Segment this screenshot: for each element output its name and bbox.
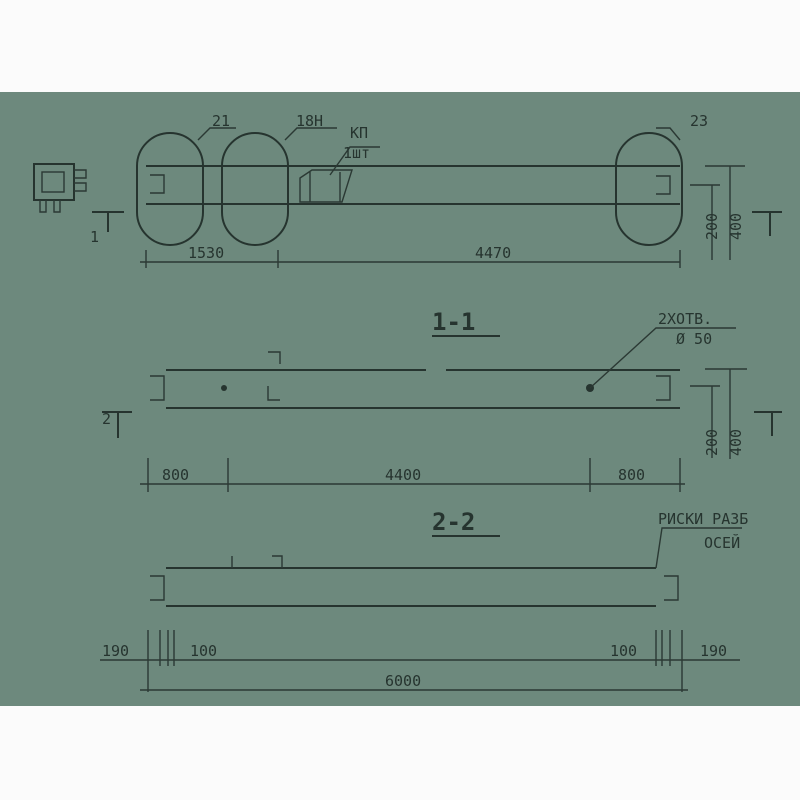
beam-outline xyxy=(166,567,656,607)
dim-4400: 4400 xyxy=(385,466,421,484)
dim-200: 200 xyxy=(703,429,721,456)
dim-100-right: 100 xyxy=(610,642,637,660)
callout-kp: КП xyxy=(350,124,368,142)
note-marks-line2: ОСЕЙ xyxy=(704,533,740,552)
dim-800-left: 800 xyxy=(162,466,189,484)
section-mark-2-label: 2 xyxy=(102,410,111,428)
callout-21: 21 xyxy=(212,112,230,130)
dim-190-left: 190 xyxy=(102,642,129,660)
plan-view: 21 18Н КП 1шт 23 1 1530 4470 200 400 xyxy=(33,112,782,268)
section-mark-1-right xyxy=(752,211,782,236)
note-marks-line1: РИСКИ РАЗБ xyxy=(658,510,748,528)
section-2-2-title: 2-2 xyxy=(432,508,475,536)
section-2-2: 2-2 РИСКИ РАЗБ ОСЕЙ 190 100 100 190 6000 xyxy=(100,508,748,692)
section-1-1-title: 1-1 xyxy=(432,308,475,336)
dim-1530: 1530 xyxy=(188,244,224,262)
dim-800-right: 800 xyxy=(618,466,645,484)
note-holes-line1: 2ХОТВ. xyxy=(658,310,712,328)
callout-18-bubble xyxy=(221,132,289,246)
dim-200: 200 xyxy=(703,213,721,240)
callout-23-bubble xyxy=(615,132,683,246)
section-1-1: 1-1 2ХОТВ. Ø 50 2 200 400 800 4400 800 xyxy=(102,308,782,492)
beam-outline xyxy=(166,369,680,409)
callout-21-bubble xyxy=(136,132,204,246)
dim-400: 400 xyxy=(727,213,745,240)
callout-23: 23 xyxy=(690,112,708,130)
section-mark-1-left xyxy=(92,211,124,232)
dim-190-right: 190 xyxy=(700,642,727,660)
dim-400: 400 xyxy=(727,429,745,456)
section-mark-1-label: 1 xyxy=(90,228,99,246)
dim-100-left: 100 xyxy=(190,642,217,660)
section-mark-2-right xyxy=(754,411,782,436)
callout-kp-qty: 1шт xyxy=(343,144,370,162)
node-detail xyxy=(33,163,75,201)
dim-4470: 4470 xyxy=(475,244,511,262)
dim-6000: 6000 xyxy=(385,672,421,690)
callout-18h: 18Н xyxy=(296,112,323,130)
note-holes-line2: Ø 50 xyxy=(676,330,712,348)
